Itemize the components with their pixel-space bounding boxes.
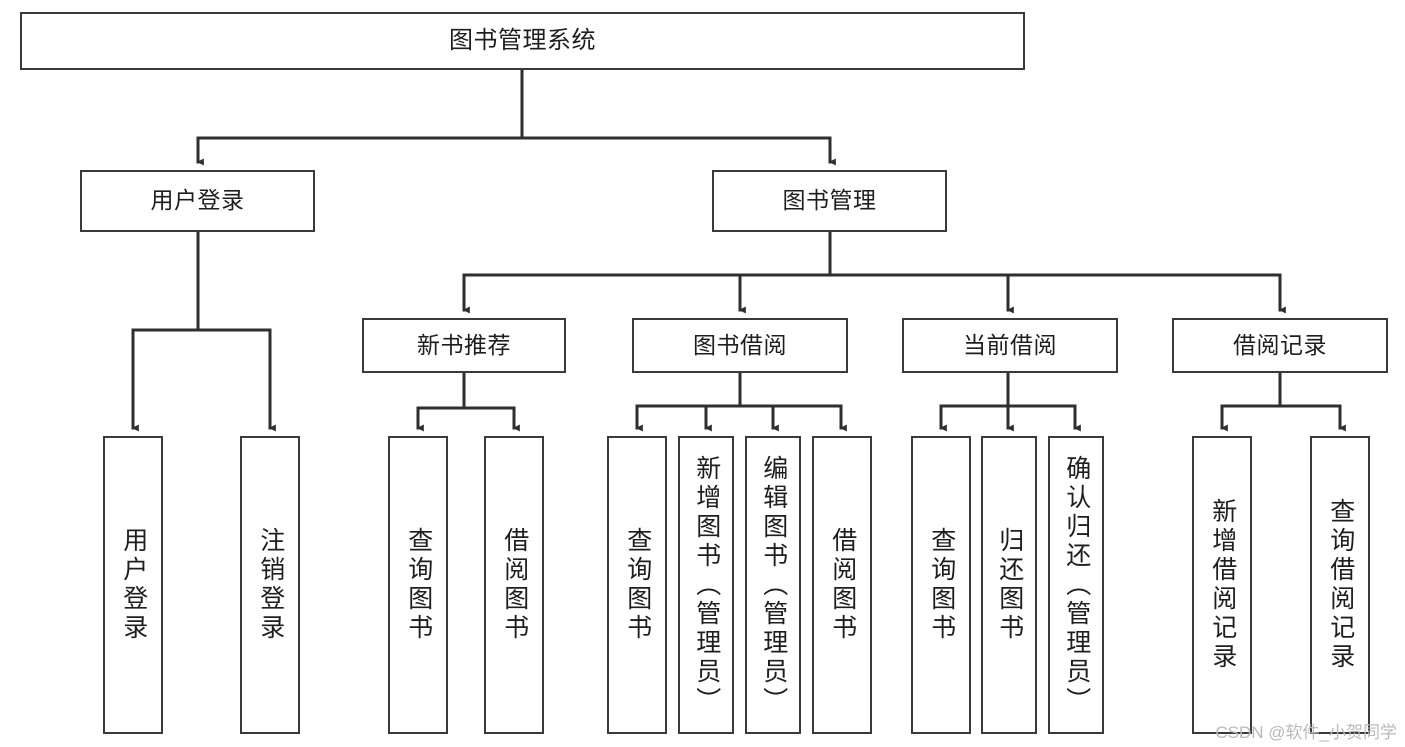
node-label: 用户登录 xyxy=(119,527,148,643)
node-book-management[interactable]: 图书管理 xyxy=(712,170,947,232)
node-label: 新增图书（管理员） xyxy=(692,454,721,716)
leaf-confirm-return[interactable]: 确认归还（管理员） xyxy=(1048,436,1104,734)
csdn-watermark: CSDN @软件_小贺同学 xyxy=(1215,723,1397,742)
leaf-borrow-book-2[interactable]: 借阅图书 xyxy=(812,436,872,734)
leaf-query-book-3[interactable]: 查询图书 xyxy=(911,436,971,734)
node-label: 借阅图书 xyxy=(828,527,857,643)
node-current-borrow[interactable]: 当前借阅 xyxy=(902,318,1118,373)
node-label: 图书管理系统 xyxy=(449,26,596,54)
node-label: 当前借阅 xyxy=(963,331,1057,358)
leaf-query-book-2[interactable]: 查询图书 xyxy=(607,436,667,734)
leaf-add-book[interactable]: 新增图书（管理员） xyxy=(678,436,734,734)
node-label: 确认归还（管理员） xyxy=(1062,454,1091,716)
leaf-user-login[interactable]: 用户登录 xyxy=(103,436,163,734)
node-label: 编辑图书（管理员） xyxy=(759,454,788,716)
node-label: 借阅记录 xyxy=(1233,331,1327,358)
node-label: 新书推荐 xyxy=(417,331,511,358)
node-new-book-recommend[interactable]: 新书推荐 xyxy=(362,318,566,373)
leaf-edit-book[interactable]: 编辑图书（管理员） xyxy=(745,436,801,734)
leaf-return-book[interactable]: 归还图书 xyxy=(981,436,1037,734)
leaf-borrow-book-1[interactable]: 借阅图书 xyxy=(484,436,544,734)
node-label: 图书管理 xyxy=(782,187,877,214)
node-label: 归还图书 xyxy=(995,527,1024,643)
leaf-query-book-1[interactable]: 查询图书 xyxy=(388,436,448,734)
node-user-login[interactable]: 用户登录 xyxy=(80,170,315,232)
node-label: 注销登录 xyxy=(256,527,285,643)
node-label: 查询图书 xyxy=(623,527,652,643)
node-borrow-record[interactable]: 借阅记录 xyxy=(1172,318,1388,373)
node-label: 查询借阅记录 xyxy=(1326,498,1355,672)
leaf-query-record[interactable]: 查询借阅记录 xyxy=(1310,436,1370,734)
leaf-user-logout[interactable]: 注销登录 xyxy=(240,436,300,734)
node-label: 新增借阅记录 xyxy=(1208,498,1237,672)
node-label: 借阅图书 xyxy=(500,527,529,643)
node-book-borrow[interactable]: 图书借阅 xyxy=(632,318,848,373)
node-root-book-management-system[interactable]: 图书管理系统 xyxy=(20,12,1025,70)
leaf-add-record[interactable]: 新增借阅记录 xyxy=(1192,436,1252,734)
node-label: 查询图书 xyxy=(927,527,956,643)
node-label: 用户登录 xyxy=(150,187,245,214)
node-label: 图书借阅 xyxy=(693,331,787,358)
node-label: 查询图书 xyxy=(404,527,433,643)
